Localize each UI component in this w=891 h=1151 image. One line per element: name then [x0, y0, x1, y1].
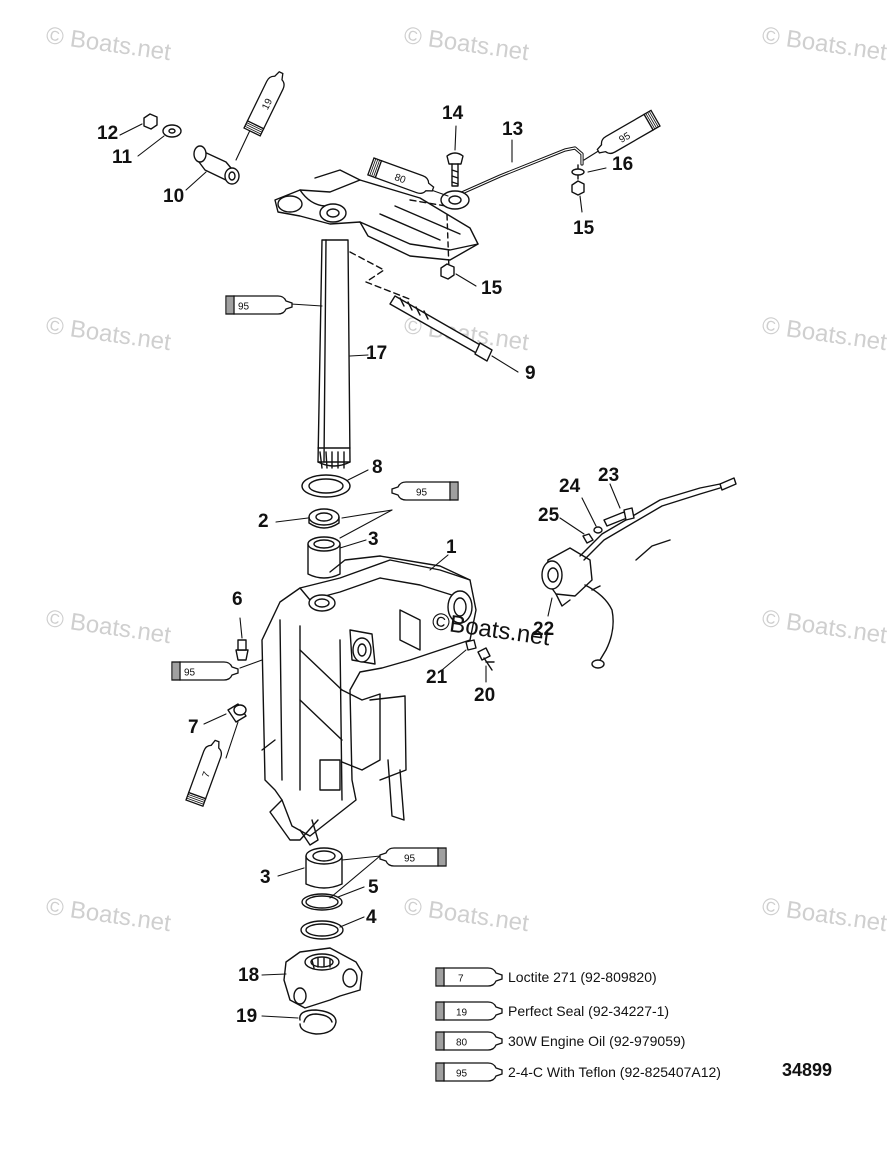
tube-label: 19	[260, 97, 275, 112]
callout-12: 12	[97, 123, 119, 144]
steering-tube	[317, 239, 351, 469]
retaining-ring	[299, 1009, 337, 1035]
legend-label: 2-4-C With Teflon (92-825407A12)	[508, 1064, 721, 1080]
callout-4: 4	[366, 907, 377, 928]
callout-3: 3	[260, 867, 271, 888]
lubricant-tube-80: 80	[367, 157, 437, 199]
lock-washer	[582, 533, 594, 544]
callout-15: 15	[481, 278, 503, 299]
callout-15: 15	[573, 218, 595, 239]
callout-20: 20	[474, 685, 496, 706]
washer	[571, 168, 585, 176]
tube-label: 95	[404, 854, 416, 865]
washer	[465, 639, 477, 651]
tube-label: 95	[617, 130, 633, 145]
legend-tube: 19	[435, 1001, 503, 1021]
bearing	[308, 508, 340, 529]
tube-label: 95	[184, 668, 196, 679]
legend-item: 2-4-C With Teflon (92-825407A12)	[496, 1060, 721, 1084]
legend-tube: 7	[435, 967, 503, 987]
tube-label: 95	[238, 302, 250, 313]
trim-sender	[541, 477, 737, 669]
washer	[593, 526, 603, 534]
svg-text:95: 95	[456, 1069, 468, 1080]
lubricant-tube-95: 95	[379, 847, 447, 867]
legend-label: Loctite 271 (92-809820)	[508, 969, 657, 985]
nut	[571, 180, 585, 196]
svg-text:80: 80	[456, 1038, 468, 1049]
callout-22: 22	[533, 619, 555, 640]
seal	[301, 474, 351, 498]
svg-text:19: 19	[456, 1008, 468, 1019]
callout-17: 17	[366, 343, 388, 364]
legend-label: Perfect Seal (92-34227-1)	[508, 1003, 670, 1019]
tube-label: 95	[416, 488, 428, 499]
leader-lines	[119, 123, 621, 1019]
bushing	[305, 847, 343, 889]
lubricant-tube-19: 19	[243, 68, 290, 137]
tie-bolt	[389, 295, 493, 362]
callout-24: 24	[559, 476, 581, 497]
washer	[162, 124, 182, 138]
legend-label: 30W Engine Oil (92-979059)	[508, 1033, 686, 1049]
callout-6: 6	[232, 589, 243, 610]
bushing	[307, 536, 341, 579]
bolt	[603, 507, 635, 527]
callout-11: 11	[112, 147, 133, 168]
callout-2: 2	[258, 511, 269, 532]
lubricant-tube-7: 7	[185, 737, 227, 807]
steering-yoke	[283, 947, 363, 1009]
grease-fitting	[235, 639, 249, 661]
callout-23: 23	[598, 465, 620, 486]
callout-21: 21	[426, 667, 448, 688]
bolt	[446, 152, 464, 187]
lubricant-tube-95: 95	[171, 661, 239, 681]
legend-item: 30W Engine Oil (92-979059)	[496, 1029, 685, 1053]
legend-tube: 95	[435, 1062, 503, 1082]
callout-5: 5	[368, 877, 379, 898]
legend-item: Loctite 271 (92-809820)	[496, 965, 657, 989]
callout-7: 7	[188, 717, 199, 738]
lubricant-tube-95: 95	[391, 481, 459, 501]
callout-25: 25	[538, 505, 560, 526]
callout-16: 16	[612, 154, 634, 175]
screw	[477, 647, 495, 671]
tube-label: 80	[393, 172, 408, 186]
callout-14: 14	[442, 103, 464, 124]
svg-text:7: 7	[458, 974, 464, 985]
legend-tube: 80	[435, 1031, 503, 1051]
swivel-bracket	[261, 555, 477, 846]
callout-13: 13	[502, 119, 524, 140]
legend-item: Perfect Seal (92-34227-1)	[496, 999, 669, 1023]
callout-10: 10	[163, 186, 185, 207]
lubricant-tube-95: 95	[593, 109, 661, 160]
callout-3: 3	[368, 529, 379, 550]
callout-19: 19	[236, 1006, 258, 1027]
callout-8: 8	[372, 457, 383, 478]
callout-9: 9	[525, 363, 536, 384]
nut	[440, 263, 455, 280]
tube-label: 7	[201, 770, 213, 779]
callout-1: 1	[446, 537, 457, 558]
bushing	[193, 145, 240, 185]
callout-18: 18	[238, 965, 260, 986]
nut	[143, 113, 158, 130]
steering-arm	[274, 169, 479, 261]
diagram-number: 34899	[782, 1060, 833, 1080]
lubricant-tube-95: 95	[225, 295, 293, 315]
bushing	[227, 703, 247, 723]
